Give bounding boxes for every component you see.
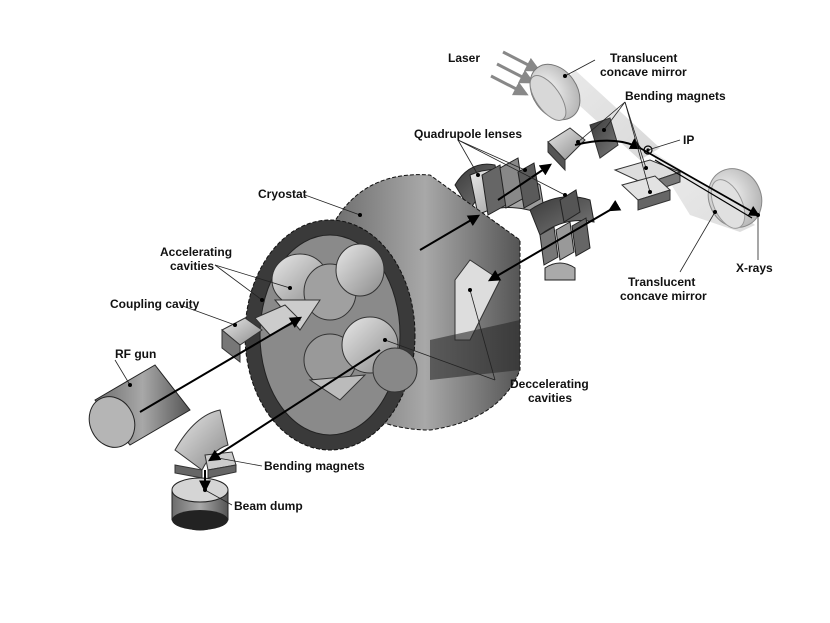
rf-gun (88, 364, 191, 448)
label-laser: Laser (448, 51, 480, 65)
label-mirror-top-line1: Translucent (610, 51, 677, 65)
accelerating-cavities (271, 243, 385, 331)
leader-lines (114, 59, 760, 506)
electron-beam-paths (139, 138, 760, 493)
label-cryostat: Cryostat (258, 187, 307, 201)
label-accelerating-line2: cavities (170, 259, 214, 273)
translucent-mirror-top (529, 63, 581, 121)
label-mirror-bottom-line1: Translucent (628, 275, 695, 289)
label-rf-gun: RF gun (115, 347, 156, 361)
beam-dump (171, 477, 229, 531)
labels: Laser Translucent concave mirror Bending… (110, 51, 773, 513)
label-beam-dump: Beam dump (234, 499, 303, 513)
label-mirror-bottom-line2: concave mirror (620, 289, 707, 303)
label-decelerating-line2: cavities (528, 391, 572, 405)
bending-magnets-bottom (174, 409, 237, 479)
label-x-rays: X-rays (736, 261, 773, 275)
label-ip: IP (683, 133, 694, 147)
label-accelerating-line1: Accelerating (160, 245, 232, 259)
laser-arrows (490, 50, 541, 96)
label-mirror-top-line2: concave mirror (600, 65, 687, 79)
label-decelerating-line1: Deccelerating (510, 377, 589, 391)
label-bending-top: Bending magnets (625, 89, 726, 103)
label-quadrupole: Quadrupole lenses (414, 127, 522, 141)
label-bending-bottom: Bending magnets (264, 459, 365, 473)
translucent-mirror-bottom (707, 168, 763, 229)
label-coupling: Coupling cavity (110, 297, 200, 311)
bending-magnets-top (547, 117, 682, 211)
coupling-cavity (221, 304, 301, 364)
